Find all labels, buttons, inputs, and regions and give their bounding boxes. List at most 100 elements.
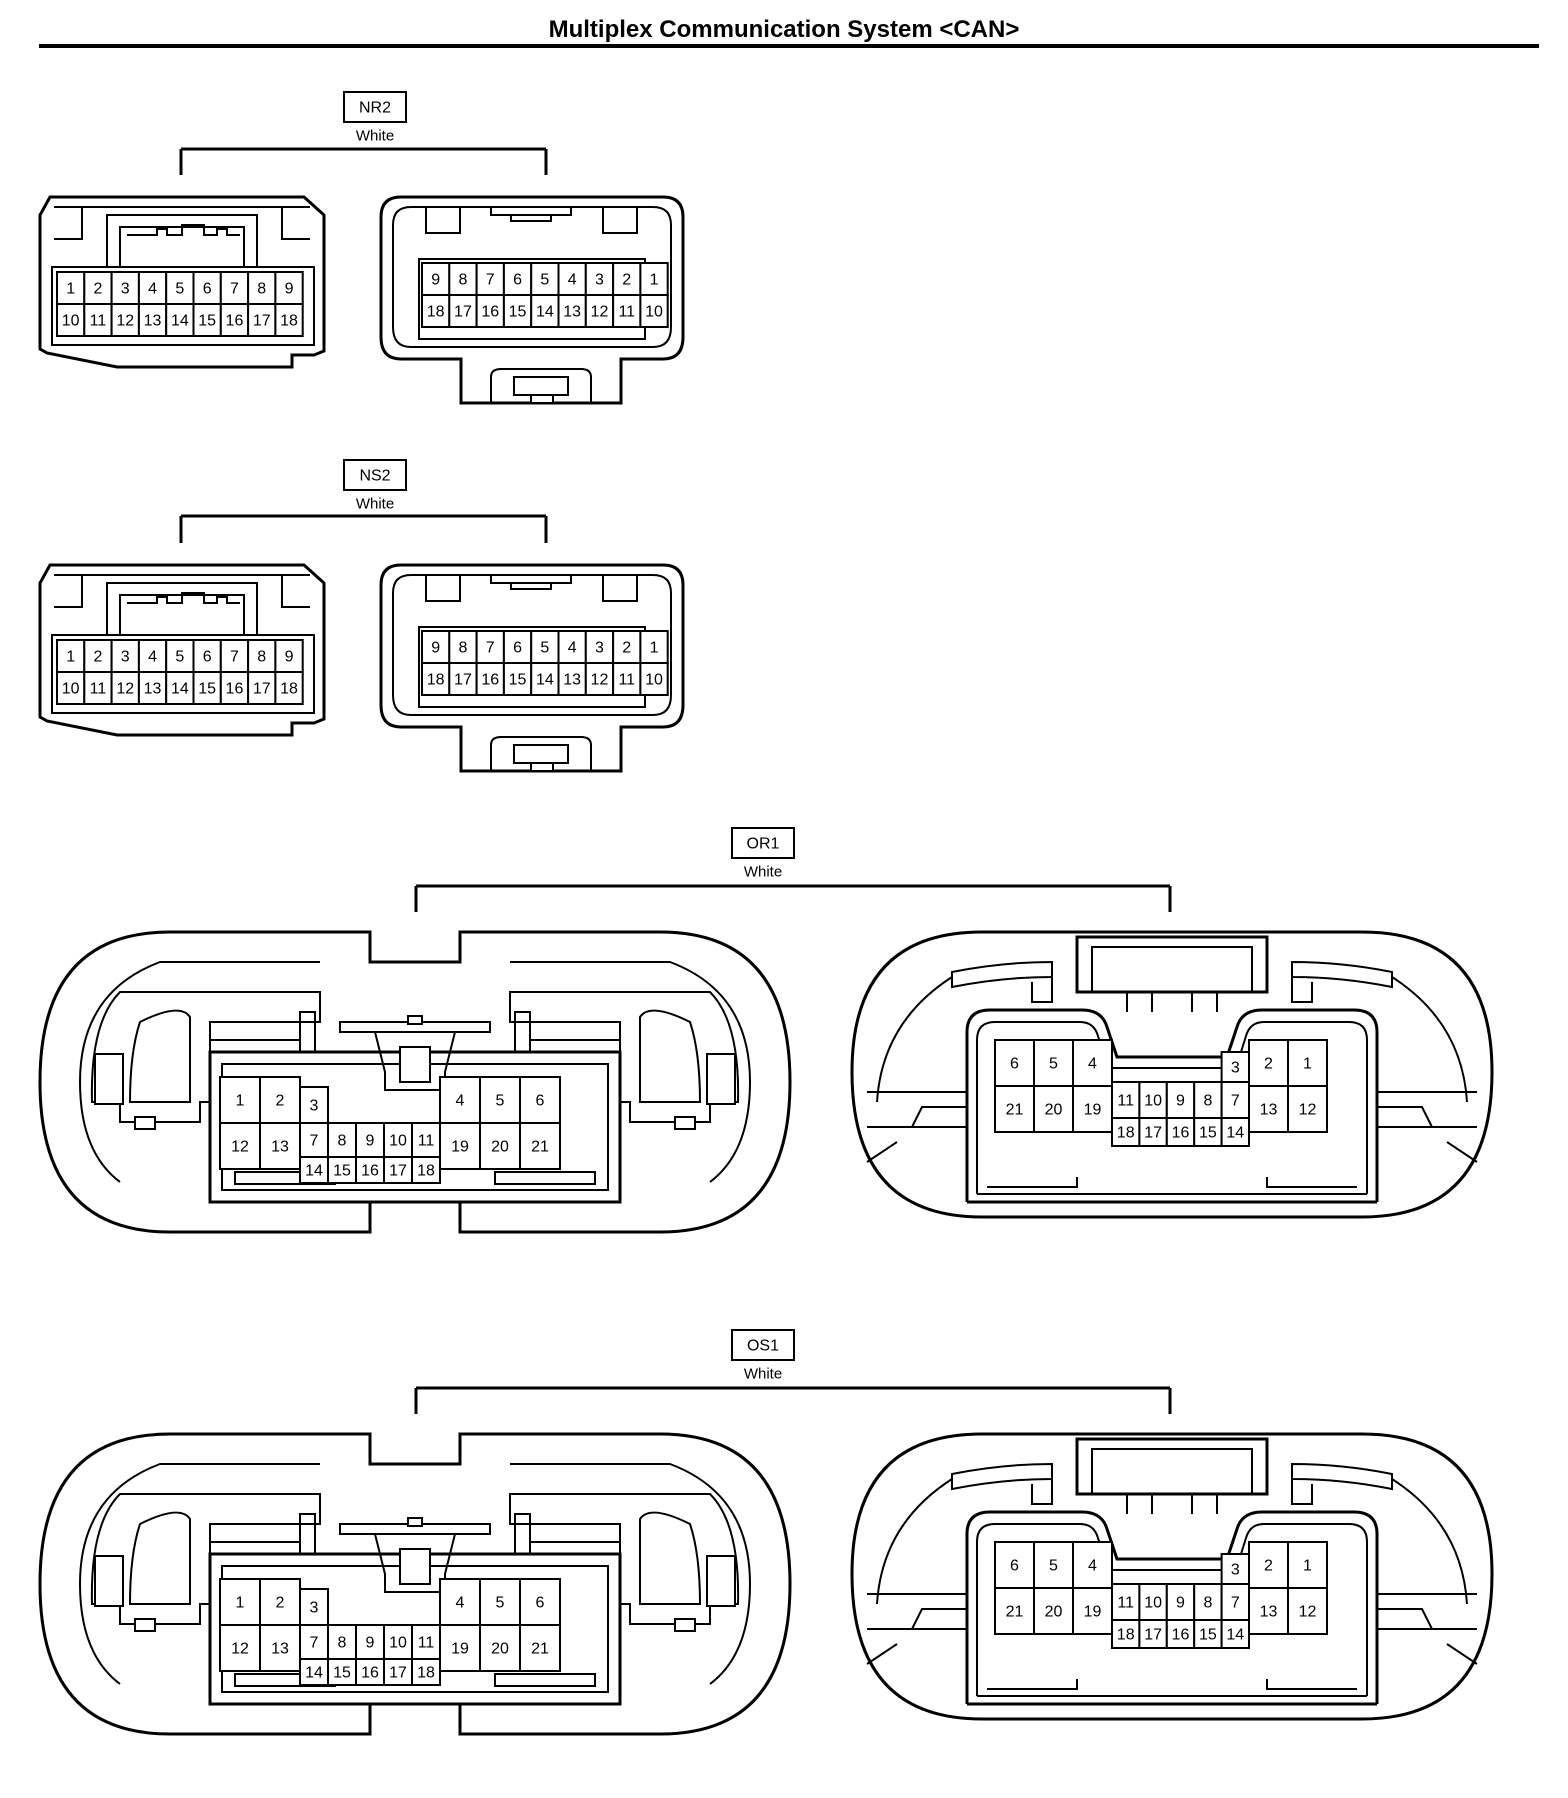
- pin-number: 15: [198, 313, 216, 330]
- pin-number: 8: [257, 649, 266, 666]
- pin-number: 8: [1203, 1595, 1212, 1612]
- pin-number: 2: [276, 1093, 285, 1110]
- pin: 13: [557, 662, 587, 696]
- latch-block: [513, 376, 569, 396]
- bracket: [414, 1386, 1172, 1414]
- pin-number: 9: [431, 640, 440, 657]
- outline-rect: [674, 1116, 696, 1130]
- pin-number: 11: [90, 681, 107, 698]
- pin-number: 5: [175, 649, 184, 666]
- pin-number: 1: [66, 649, 75, 666]
- pin: 15: [327, 1156, 357, 1184]
- outline-path: [1291, 1462, 1393, 1491]
- pin-number: 19: [1084, 1604, 1102, 1621]
- pin: 8: [327, 1624, 357, 1660]
- pin: 3: [1220, 1553, 1250, 1585]
- housing: [38, 930, 792, 1234]
- pin-number: 4: [1088, 1056, 1097, 1073]
- pin-number: 3: [1231, 1562, 1240, 1579]
- pin: 9: [274, 271, 304, 305]
- pin-cell: [274, 639, 304, 673]
- pin: 7: [1220, 1583, 1250, 1621]
- pin: 4: [137, 271, 168, 305]
- pin-number: 10: [1144, 1093, 1162, 1110]
- pin: 3: [299, 1086, 329, 1124]
- pin-number: 15: [198, 681, 216, 698]
- pin-number: 12: [231, 1641, 249, 1658]
- pin: 11: [1111, 1583, 1141, 1621]
- pin: 15: [192, 303, 222, 337]
- pin-number: 1: [650, 640, 659, 657]
- pin-cell: [1248, 1541, 1289, 1589]
- pin-cell: [247, 639, 277, 673]
- pin-cell: [1072, 1039, 1113, 1087]
- connector-color: White: [744, 864, 782, 881]
- pin-number: 12: [591, 304, 609, 321]
- pin-cell: [502, 630, 533, 664]
- outline-path: [127, 224, 240, 236]
- pin-number: 18: [1117, 1125, 1135, 1142]
- pin-cell: [1220, 1117, 1250, 1147]
- pin-number: 14: [536, 672, 554, 689]
- pin-cell: [219, 1076, 261, 1124]
- pin-cell: [479, 1624, 521, 1672]
- pin-number: 15: [333, 1163, 351, 1180]
- pin-number: 4: [456, 1093, 465, 1110]
- pin-number: 8: [338, 1133, 347, 1150]
- pin: 3: [584, 262, 615, 296]
- pin: 13: [259, 1122, 301, 1170]
- pin: 7: [219, 271, 250, 305]
- pin-number: 16: [1172, 1125, 1190, 1142]
- pin: 8: [247, 271, 277, 305]
- pin-number: 11: [618, 672, 635, 689]
- pin-number: 11: [418, 1635, 435, 1652]
- pin-cell: [639, 262, 669, 296]
- pin-number: 8: [458, 272, 467, 289]
- pin-cell: [259, 1076, 301, 1124]
- pin-cell: [519, 1076, 561, 1124]
- pin: 9: [1165, 1583, 1196, 1621]
- outline-path: [490, 575, 572, 584]
- pin-cell: [557, 662, 587, 696]
- pin-number: 4: [568, 640, 577, 657]
- outline-rect: [134, 1116, 156, 1130]
- outline-path: [976, 1523, 1368, 1696]
- pin-number: 21: [1006, 1102, 1024, 1119]
- pin-number: 16: [361, 1163, 379, 1180]
- pin-number: 14: [305, 1163, 323, 1180]
- pin-cell: [639, 630, 669, 664]
- pin: 6: [519, 1578, 561, 1626]
- pin-cell: [502, 662, 533, 696]
- outline-rect: [407, 1015, 423, 1025]
- outline-path: [1126, 992, 1218, 1012]
- pin-cell: [1165, 1117, 1196, 1147]
- housing: [38, 1432, 792, 1736]
- side-clip: [128, 1009, 191, 1103]
- pin-number: 8: [257, 281, 266, 298]
- pin-cell: [327, 1156, 357, 1184]
- pin: 18: [421, 662, 451, 696]
- connector-code: NS2: [359, 468, 390, 485]
- pin-number: 17: [1144, 1627, 1162, 1644]
- pin: 10: [383, 1624, 413, 1660]
- pin-number: 7: [310, 1133, 319, 1150]
- pin-number: 2: [276, 1595, 285, 1612]
- housing: [379, 195, 685, 405]
- pin: 15: [502, 662, 533, 696]
- pin: 5: [165, 639, 195, 673]
- pin-number: 6: [513, 272, 522, 289]
- pin-cell: [219, 639, 250, 673]
- page-title: Multiplex Communication System <CAN>: [548, 16, 1020, 43]
- pin: 17: [1138, 1117, 1168, 1147]
- pin: 13: [557, 294, 587, 328]
- top-latch: [1075, 1437, 1269, 1496]
- pin-number: 6: [513, 640, 522, 657]
- pin: 10: [56, 671, 86, 705]
- pin-number: 4: [1088, 1558, 1097, 1575]
- pin: 12: [1287, 1085, 1328, 1133]
- pin: 17: [383, 1658, 413, 1686]
- pin-cell: [411, 1658, 441, 1686]
- bracket: [179, 147, 548, 175]
- pin-cell: [448, 662, 478, 696]
